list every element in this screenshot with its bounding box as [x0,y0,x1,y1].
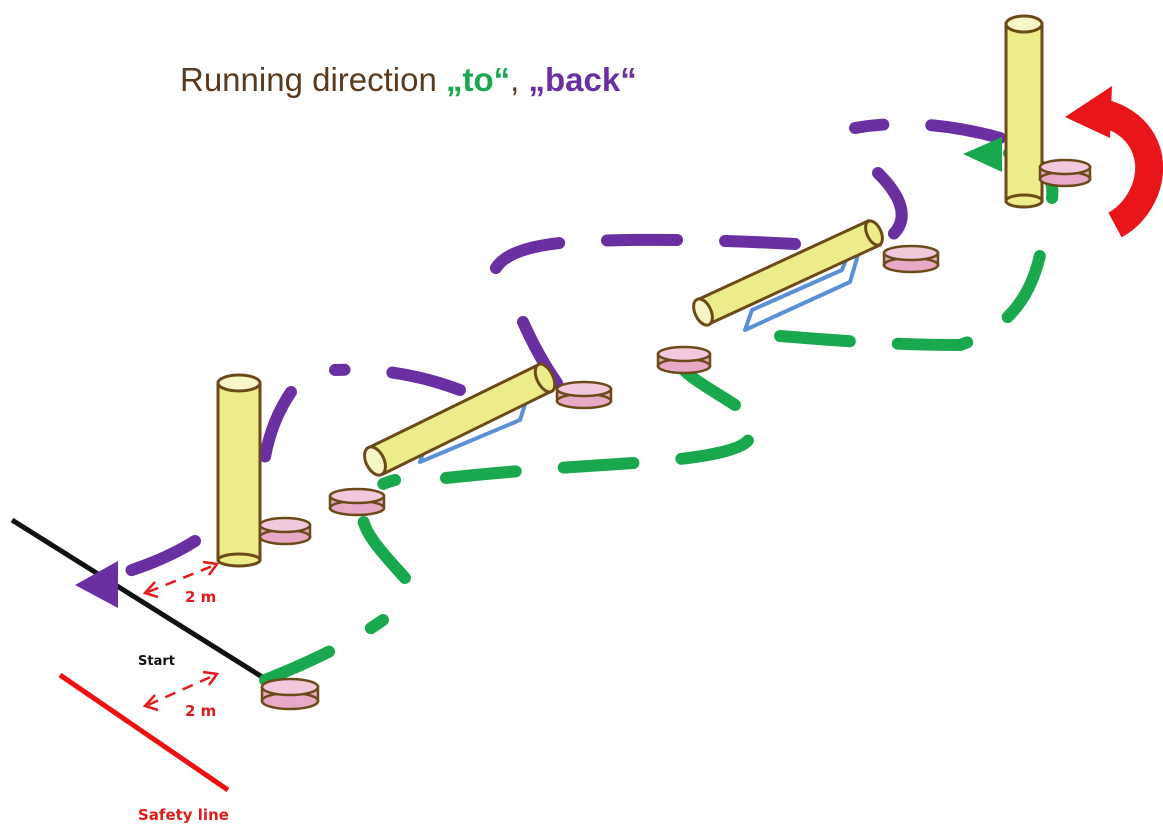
back-route-mid [485,233,801,291]
hurdle-bar-near [363,362,557,477]
direction-arrow-icon [75,561,118,608]
bar-body [365,363,555,476]
safety-line-label: Safety line [138,806,229,824]
pole-body [1004,22,1044,203]
turn-arrow-icon [1065,86,1163,238]
safety-line [58,672,230,793]
to-route-first-pole [355,474,411,584]
to-route-far [774,249,1046,352]
distance-label: 2 m [185,588,216,606]
pole-body [216,381,262,562]
title-prefix: Running direction [180,61,446,98]
upright-pole-far [1004,14,1044,209]
back-route-turn [854,167,908,254]
back-route-lower [329,363,466,396]
back-route-pole [256,386,297,496]
double-arrow-icon [142,560,220,599]
diagram-title: Running direction „to“, „back“ [180,61,637,98]
double-arrow-icon [142,670,220,712]
hurdle-bar-far [692,219,884,327]
start-line [10,517,277,688]
title-separator: , [510,61,528,98]
pole-top [216,373,262,393]
marker-disc [882,244,940,274]
direction-arrow-icon [963,137,1002,172]
to-route-start [259,614,389,686]
title-back: „back“ [529,61,637,98]
pole-base [216,552,262,568]
marker-disc [260,677,320,711]
marker-disc [555,380,613,410]
distance-label: 2 m [185,702,216,720]
back-route-finish [89,535,201,586]
marker-disc [1038,158,1092,188]
marker-disc [258,516,312,546]
to-route-first-hurdle [440,426,757,484]
bar-end [864,219,884,247]
bar-end-front [692,297,714,327]
pole-top [1004,14,1044,34]
upright-pole-near [216,373,262,568]
bar-end [533,362,557,394]
start-label: Start [138,654,175,669]
marker-disc [656,345,712,375]
title-to: „to“ [446,61,510,98]
bar-end-front [363,445,387,477]
pole-base [1004,193,1044,209]
back-route-top [849,117,1006,144]
marker-disc [328,487,386,517]
to-route-second-hurdle [668,327,741,411]
